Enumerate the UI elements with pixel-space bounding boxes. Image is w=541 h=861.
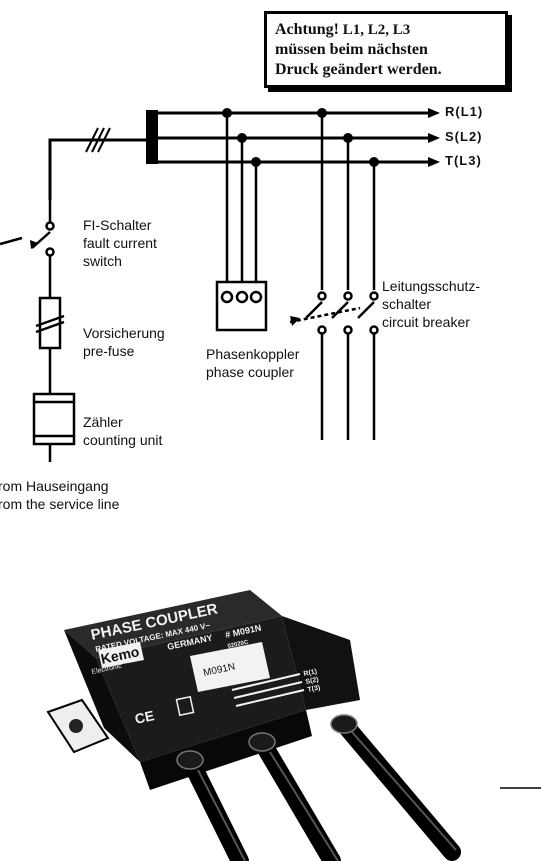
arrow-r: [428, 108, 440, 118]
device-front: [140, 710, 312, 790]
correction-note: Achtung! L1, L2, L3 müssen beim nächsten…: [264, 11, 508, 88]
brand-badge: [98, 642, 144, 668]
note-line-3: Druck geändert werden.: [275, 61, 442, 78]
phase-coupler-label: Phasenkoppler phase coupler: [206, 345, 299, 381]
service-line: [48, 138, 150, 200]
service-de: rom Hauseingang: [0, 478, 109, 494]
meter-en: counting unit: [83, 432, 163, 448]
device-serial: 02020C: [227, 640, 249, 650]
device-terminal-r: R(1): [303, 668, 318, 678]
arrow-s: [428, 133, 440, 143]
fi-switch-label: FI-Schalter fault current switch: [83, 216, 157, 270]
service-en: rom the service line: [0, 496, 120, 512]
device-terminal-t: T(3): [307, 684, 321, 694]
service-line-label: rom Hauseingang rom the service line: [0, 477, 119, 513]
arrow-t: [428, 157, 440, 167]
coupler-en: phase coupler: [206, 364, 294, 380]
device-top-rim: [64, 590, 282, 658]
model-plate: [190, 642, 270, 692]
meter-de: Zähler: [83, 414, 123, 430]
phase-coupler-symbol: [215, 280, 268, 332]
bus-label-r: R(L1): [445, 104, 484, 119]
note-warning-word: Achtung!: [275, 21, 340, 38]
device-left-side: [64, 630, 140, 762]
mounting-tab: [46, 698, 110, 754]
breaker-en: circuit breaker: [382, 314, 470, 330]
breaker-de-1: Leitungsschutz-: [382, 278, 481, 294]
fi-switch-en-1: fault current: [83, 235, 157, 251]
pre-fuse-en: pre-fuse: [83, 343, 135, 359]
device-right-side: [282, 616, 360, 710]
breaker-de-2: schalter: [382, 296, 432, 312]
device-ce-mark: CE: [133, 707, 155, 727]
bus-bar: [146, 110, 158, 164]
circuit-breaker-label: Leitungsschutz- schalter circuit breaker: [382, 277, 480, 331]
note-phase-list: L1, L2, L3: [342, 22, 411, 38]
bus-label-t: T(L3): [445, 153, 482, 168]
device-brand: Kemo: [99, 643, 140, 667]
fi-switch-de: FI-Schalter: [83, 217, 152, 233]
pre-fuse-label: Vorsicherung pre-fuse: [83, 324, 165, 360]
device-terminal-s: S(2): [305, 676, 319, 686]
meter-label: Zähler counting unit: [83, 413, 162, 449]
coupler-de: Phasenkoppler: [206, 346, 300, 362]
pre-fuse-de: Vorsicherung: [83, 325, 165, 341]
breaker-blade-1: [305, 301, 323, 319]
device-cables: [181, 715, 461, 861]
fi-switch-en-2: switch: [83, 253, 122, 269]
bus-label-s: S(L2): [445, 129, 483, 144]
note-line-2: müssen beim nächsten: [275, 41, 428, 58]
